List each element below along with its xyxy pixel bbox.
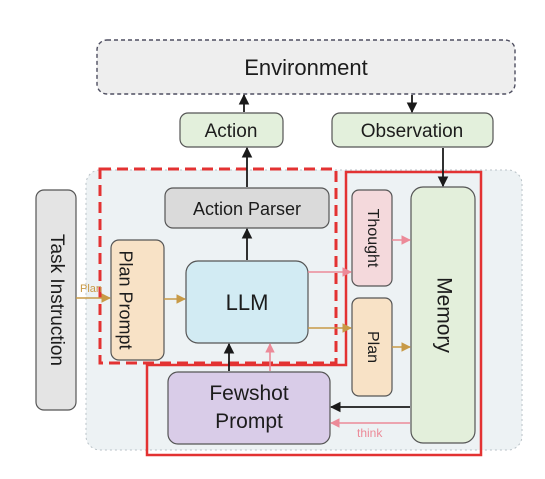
fewshot-prompt-line1: Fewshot (209, 382, 289, 405)
memory-highlight-solid (145, 170, 483, 457)
thought-label: Thought (364, 209, 381, 268)
memory-label: Memory (432, 277, 455, 353)
edge-label-plan: Plan (80, 283, 102, 295)
environment-box (96, 39, 516, 95)
llm-label: LLM (226, 290, 269, 315)
observation-label: Observation (361, 121, 463, 142)
action-box (179, 112, 284, 148)
plan-prompt-box (110, 239, 165, 361)
fewshot-prompt-line2: Prompt (215, 410, 283, 433)
task-instruction-label: Task Instruction (46, 234, 67, 366)
planning-highlight-dashed (98, 167, 338, 365)
llm-box (185, 260, 309, 344)
action-parser-label: Action Parser (193, 199, 301, 219)
task-instruction-box (35, 189, 77, 411)
environment-label: Environment (244, 55, 368, 80)
edge-label-think: think (357, 426, 383, 440)
thought-box (351, 189, 393, 287)
action-label: Action (205, 121, 258, 142)
plan-prompt-line1: Plan Prompt (115, 250, 135, 349)
plan-label: Plan (364, 331, 381, 363)
